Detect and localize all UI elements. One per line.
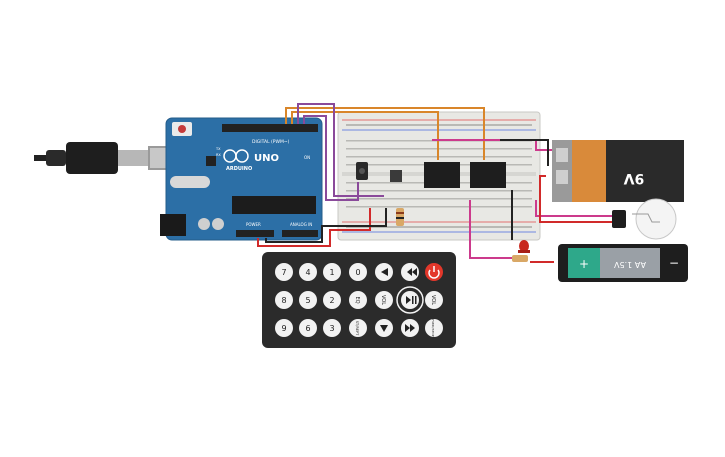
- arduino-brand: ARDUINO: [226, 166, 252, 172]
- remote-button-5[interactable]: [299, 291, 317, 309]
- remote-func-stop-button[interactable]: [425, 319, 443, 337]
- remote-label-9: 9: [281, 324, 286, 333]
- wire-magenta-top[interactable]: [432, 139, 556, 151]
- arduino-logo-right: [235, 149, 249, 163]
- remote-button-6[interactable]: [299, 319, 317, 337]
- battery-aa[interactable]: + AA 1.5V −: [558, 244, 688, 282]
- remote-label-2: 2: [329, 296, 334, 305]
- digital-header: [222, 124, 318, 132]
- power-label: POWER: [246, 222, 261, 227]
- wire-black-ground[interactable]: [265, 208, 387, 243]
- rx-label: RX: [216, 153, 221, 157]
- remote-label-7: 7: [281, 268, 286, 277]
- remote-label-eq: EQ: [354, 296, 360, 303]
- power-jack: [160, 214, 186, 236]
- ir-remote[interactable]: 7 4 1 0 8 5 2 EQ VOL VOL 9 6: [262, 252, 456, 348]
- atmega-chip: [232, 196, 316, 214]
- analog-header: [282, 230, 318, 237]
- battery-aa-plus: +: [579, 257, 589, 271]
- remote-button-4[interactable]: [299, 263, 317, 281]
- reset-button[interactable]: [178, 125, 186, 133]
- tx-label: TX: [215, 147, 221, 151]
- battery-aa-label: AA 1.5V: [614, 260, 646, 269]
- wire-orange-2[interactable]: [291, 111, 439, 160]
- remote-button-8[interactable]: [275, 291, 293, 309]
- remote-label-func-stop: FUNC/STOP: [431, 319, 435, 336]
- capacitor: [212, 218, 224, 230]
- battery-9v-label: 9V: [624, 170, 645, 186]
- remote-label-0: 0: [355, 268, 360, 277]
- wires: [257, 103, 614, 263]
- remote-vol-up-button[interactable]: [425, 291, 443, 309]
- remote-button-9[interactable]: [275, 319, 293, 337]
- remote-label-vol-up: VOL: [430, 295, 436, 305]
- battery-9v[interactable]: 9V: [552, 140, 684, 202]
- crystal: [170, 176, 210, 188]
- wire-orange-1[interactable]: [285, 107, 485, 160]
- wire-black-9v[interactable]: [500, 139, 549, 166]
- left-arrow-icon: [381, 268, 388, 276]
- relay-2[interactable]: [470, 162, 506, 188]
- power-header: [236, 230, 274, 237]
- digital-label: DIGITAL (PWM~): [252, 139, 290, 145]
- wire-purple-2[interactable]: [303, 115, 359, 201]
- remote-label-6: 6: [305, 324, 310, 333]
- battery-aa-minus: −: [669, 256, 679, 270]
- remote-label-1: 1: [329, 268, 334, 277]
- remote-st-rept-button[interactable]: [349, 319, 367, 337]
- remote-eq-button[interactable]: [349, 291, 367, 309]
- play-icon: [406, 296, 411, 304]
- remote-button-1[interactable]: [323, 263, 341, 281]
- fast-forward-icon: [405, 324, 415, 332]
- down-arrow-icon: [380, 325, 388, 332]
- capacitor: [198, 218, 210, 230]
- on-label: ON: [304, 155, 310, 160]
- remote-label-5: 5: [305, 296, 310, 305]
- power-icon: [428, 269, 440, 279]
- ir-receiver[interactable]: [356, 162, 368, 180]
- arduino-model: UNO: [254, 153, 279, 164]
- relay-1[interactable]: [424, 162, 460, 188]
- wire-magenta-bulb[interactable]: [535, 200, 612, 217]
- remote-button-7[interactable]: [275, 263, 293, 281]
- remote-button-0[interactable]: [349, 263, 367, 281]
- analog-label: ANALOG IN: [290, 222, 312, 227]
- wire-red-9v[interactable]: [539, 175, 614, 223]
- led-resistor[interactable]: [512, 255, 528, 262]
- usb-cable[interactable]: [34, 142, 184, 174]
- rewind-icon: [407, 268, 417, 276]
- resistor[interactable]: [396, 208, 404, 226]
- push-button[interactable]: [390, 170, 402, 182]
- remote-label-8: 8: [281, 296, 286, 305]
- remote-label-3: 3: [329, 324, 334, 333]
- remote-button-2[interactable]: [323, 291, 341, 309]
- remote-label-vol-down: VOL: [380, 295, 386, 305]
- arduino-uno-board[interactable]: DIGITAL (PWM~) ARDUINO UNO ON TX RX POWE…: [160, 117, 323, 241]
- wire-purple-1[interactable]: [297, 103, 384, 197]
- light-bulb[interactable]: [612, 198, 677, 240]
- remote-button-3[interactable]: [323, 319, 341, 337]
- remote-vol-down-button[interactable]: [375, 291, 393, 309]
- remote-label-4: 4: [305, 268, 310, 277]
- remote-label-st-rept: ST/REPT: [355, 321, 359, 336]
- wire-magenta-led[interactable]: [469, 200, 516, 259]
- red-led[interactable]: [518, 240, 530, 253]
